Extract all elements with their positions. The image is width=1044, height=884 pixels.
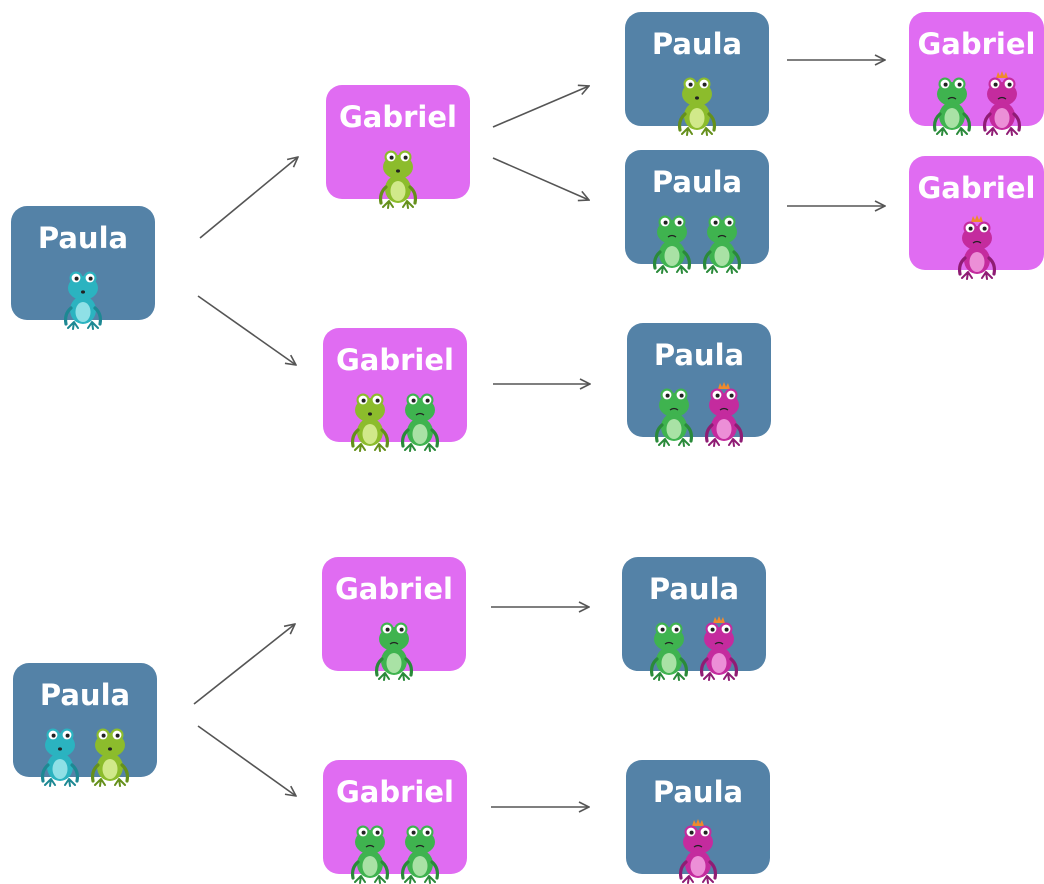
frog-group xyxy=(323,818,467,884)
pink-frog-icon xyxy=(675,818,721,884)
player-label: Gabriel xyxy=(917,27,1036,61)
player-label: Paula xyxy=(37,221,129,255)
player-label: Gabriel xyxy=(336,775,454,809)
olive-frog-icon xyxy=(87,721,133,787)
green-frog-icon xyxy=(649,208,695,274)
frog-group xyxy=(323,386,467,452)
player-label: Paula xyxy=(651,27,743,61)
pink-frog-icon xyxy=(954,214,1000,280)
player-label: Gabriel xyxy=(336,343,454,377)
green-frog-icon xyxy=(699,208,745,274)
arrow-n2-n4 xyxy=(492,86,589,128)
node-paula-b: Paula xyxy=(625,150,769,274)
node-paula-root-bottom: Paula xyxy=(13,663,157,787)
frog-group xyxy=(909,70,1044,136)
pink-frog-icon xyxy=(701,381,747,447)
player-label: Gabriel xyxy=(335,572,453,606)
node-paula-a: Paula xyxy=(625,12,769,136)
green-frog-icon xyxy=(929,70,975,136)
node-gabriel-e: Gabriel xyxy=(322,557,466,681)
frog-group xyxy=(909,214,1044,280)
node-gabriel-d: Gabriel xyxy=(909,156,1044,280)
node-paula-c: Paula xyxy=(627,323,771,447)
teal-frog-icon xyxy=(60,264,106,330)
pink-frog-icon xyxy=(979,70,1025,136)
player-label: Paula xyxy=(648,572,740,606)
frog-group xyxy=(326,143,470,209)
frog-group xyxy=(11,264,155,330)
pink-frog-icon xyxy=(696,615,742,681)
frog-group xyxy=(626,818,770,884)
frog-group xyxy=(627,381,771,447)
olive-frog-icon xyxy=(375,143,421,209)
green-frog-icon xyxy=(347,818,393,884)
player-label: Paula xyxy=(653,338,745,372)
green-frog-icon xyxy=(651,381,697,447)
olive-frog-icon xyxy=(674,70,720,136)
olive-frog-icon xyxy=(347,386,393,452)
node-paula-root-top: Paula xyxy=(11,206,155,330)
green-frog-icon xyxy=(646,615,692,681)
node-paula-e: Paula xyxy=(626,760,770,884)
player-label: Gabriel xyxy=(917,171,1036,205)
player-label: Paula xyxy=(39,678,131,712)
arrow-n9-n10 xyxy=(193,624,295,705)
node-gabriel-f: Gabriel xyxy=(323,760,467,884)
player-label: Gabriel xyxy=(339,100,457,134)
frog-group xyxy=(625,70,769,136)
node-gabriel-c: Gabriel xyxy=(909,12,1044,136)
player-label: Paula xyxy=(652,775,744,809)
arrow-n9-n11 xyxy=(197,725,296,796)
teal-frog-icon xyxy=(37,721,83,787)
green-frog-icon xyxy=(371,615,417,681)
node-paula-d: Paula xyxy=(622,557,766,681)
arrow-n1-n2 xyxy=(199,157,298,239)
arrow-n1-n3 xyxy=(197,295,296,365)
frog-group xyxy=(625,208,769,274)
arrow-n2-n5 xyxy=(492,157,589,200)
node-gabriel-a: Gabriel xyxy=(326,85,470,209)
frog-group xyxy=(622,615,766,681)
node-gabriel-b: Gabriel xyxy=(323,328,467,452)
green-frog-icon xyxy=(397,386,443,452)
frog-group xyxy=(322,615,466,681)
frog-group xyxy=(13,721,157,787)
player-label: Paula xyxy=(651,165,743,199)
green-frog-icon xyxy=(397,818,443,884)
